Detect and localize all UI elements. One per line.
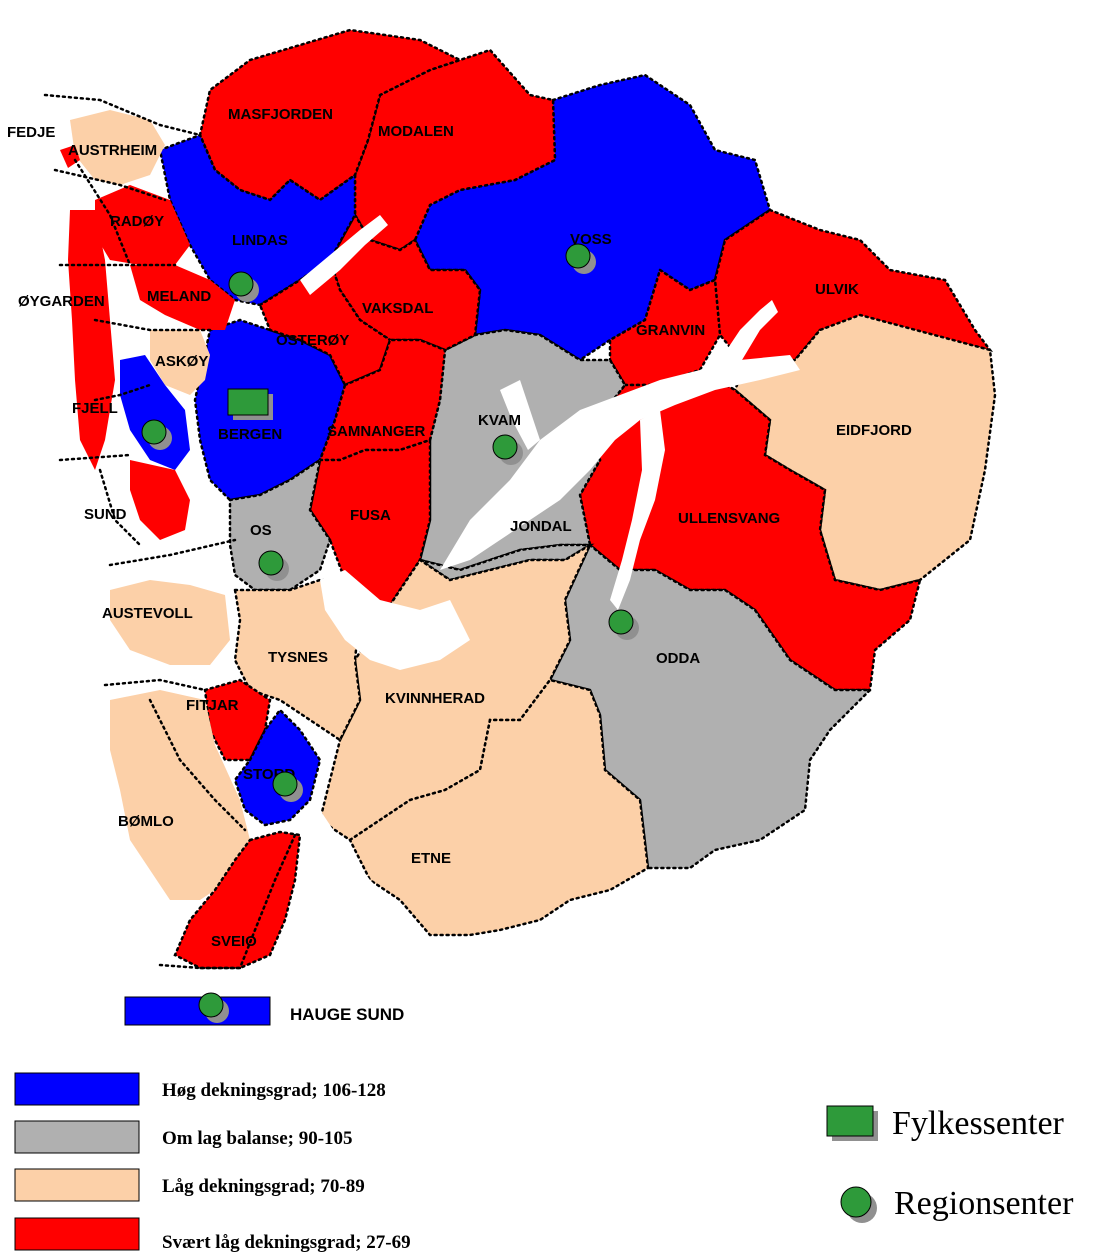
border-west-fjell	[98, 468, 142, 547]
legend-label-svaert-lag: Svært låg dekningsgrad; 27-69	[162, 1232, 411, 1253]
legend-label-balanse: Om lag balanse; 90-105	[162, 1128, 353, 1149]
region-austevoll	[110, 580, 230, 665]
fjord-stord	[300, 810, 395, 915]
label-austrheim: AUSTRHEIM	[68, 142, 157, 159]
label-masfjorden: MASFJORDEN	[228, 106, 333, 123]
label-os: OS	[250, 522, 272, 539]
label-meland: MELAND	[147, 288, 211, 305]
label-granvin: GRANVIN	[636, 322, 705, 339]
label-etne: ETNE	[411, 850, 451, 867]
region-askoy	[150, 330, 210, 395]
region-sveio	[173, 830, 302, 970]
border-north-coast	[43, 93, 202, 137]
label-bergen: BERGEN	[218, 426, 282, 443]
label-fjell: FJELL	[72, 400, 118, 417]
region-os	[228, 457, 332, 592]
label-austevoll: AUSTEVOLL	[102, 605, 193, 622]
border-sveio	[158, 963, 242, 970]
label-oygarden: ØYGARDEN	[18, 293, 105, 310]
label-bomlo: BØMLO	[118, 813, 174, 830]
regionsenter-lindas	[228, 271, 259, 302]
legend-item-fylkessenter: Fylkessenter	[826, 1105, 1065, 1142]
fjord-hardanger	[440, 355, 800, 570]
label-samnanger: SAMNANGER	[327, 423, 426, 440]
region-lindas	[158, 133, 357, 307]
border-stord-coast	[238, 833, 297, 970]
legend-item-balanse: Om lag balanse; 90-105	[14, 1120, 353, 1154]
label-odda: ODDA	[656, 650, 700, 667]
label-askoy: ASKØY	[155, 353, 208, 370]
legend-item-hog: Høg dekningsgrad; 106-128	[14, 1072, 386, 1106]
label-kvinnherad: KVINNHERAD	[385, 690, 485, 707]
region-bomlo	[110, 690, 250, 900]
label-sund: SUND	[84, 506, 127, 523]
label-ullensvang: ULLENSVANG	[678, 510, 780, 527]
regionsenter-odda	[608, 609, 639, 640]
border-austevoll-n	[108, 538, 237, 567]
fjord-sorfjord	[610, 410, 665, 610]
label-tysnes: TYSNES	[268, 649, 328, 666]
regionsenter-haugesund	[198, 992, 229, 1023]
label-radoy: RADØY	[110, 213, 164, 230]
label-ulvik: ULVIK	[815, 281, 859, 298]
regionsenter-kvam	[492, 434, 523, 465]
legend-label-fylkessenter: Fylkessenter	[892, 1105, 1065, 1142]
region-eidfjord	[733, 313, 997, 592]
border-austrheim	[53, 168, 167, 202]
regionsenter-fjell	[141, 419, 172, 450]
region-etne	[348, 678, 650, 937]
label-sveio: SVEIO	[211, 933, 257, 950]
region-fjell	[120, 355, 190, 470]
label-fedje: FEDJE	[7, 124, 55, 141]
region-meland	[130, 265, 235, 330]
legend-label-lag: Låg dekningsgrad; 70-89	[162, 1176, 365, 1197]
regionsenter-stord	[272, 771, 303, 802]
fjord-eidfjord	[700, 300, 778, 380]
legend-item-lag: Låg dekningsgrad; 70-89	[14, 1168, 365, 1202]
regionsenter-voss	[565, 243, 596, 274]
region-oygarden	[68, 210, 115, 470]
label-fitjar: FITJAR	[186, 697, 239, 714]
label-fusa: FUSA	[350, 507, 391, 524]
region-radoy	[95, 185, 190, 265]
label-modalen: MODALEN	[378, 123, 454, 140]
legend-item-regionsenter: Regionsenter	[840, 1185, 1074, 1223]
border-west-lindas	[73, 158, 132, 267]
border-austevoll-s	[103, 678, 207, 692]
fylkessenter-bergen	[227, 388, 273, 420]
fjord-bjornafjord	[320, 570, 470, 670]
label-vaksdal: VAKSDAL	[362, 300, 433, 317]
border-oygarden	[93, 318, 212, 332]
legend-label-regionsenter: Regionsenter	[894, 1185, 1074, 1222]
legend-label-hog: Høg dekningsgrad; 106-128	[162, 1080, 386, 1101]
legend-item-svaert-lag: Svært låg dekningsgrad; 27-69	[14, 1217, 411, 1253]
label-kvam: KVAM	[478, 412, 521, 429]
legend: Høg dekningsgrad; 106-128 Om lag balanse…	[14, 1072, 1074, 1253]
border-sund	[58, 453, 132, 462]
label-lindas: LINDAS	[232, 232, 288, 249]
region-sund	[130, 460, 190, 540]
label-jondal: JONDAL	[510, 518, 572, 535]
label-eidfjord: EIDFJORD	[836, 422, 912, 439]
fjord-kvam-inner	[500, 380, 540, 450]
fjord-sorfjorden-osteroy	[300, 215, 388, 295]
region-haugesund	[124, 996, 271, 1026]
label-haugesund: HAUGE SUND	[290, 1005, 404, 1024]
regionsenter-os	[258, 550, 289, 581]
border-askoy	[93, 383, 152, 402]
label-osteroy: OSTERØY	[276, 332, 349, 349]
region-austrheim	[70, 110, 165, 185]
